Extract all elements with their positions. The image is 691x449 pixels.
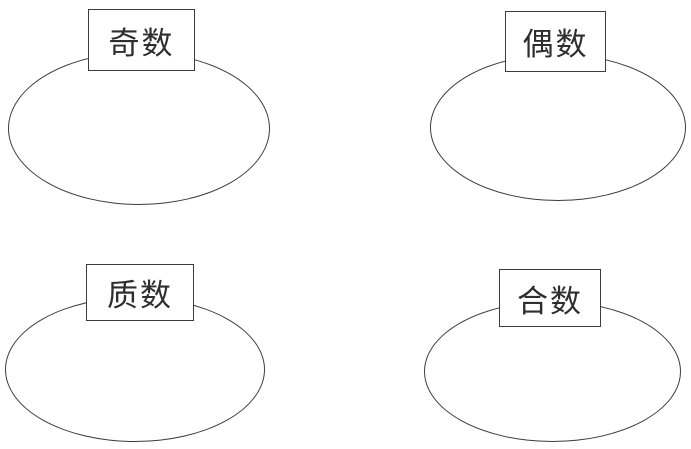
set-ellipse-odd bbox=[8, 52, 270, 205]
set-label-box-prime: 质数 bbox=[86, 264, 194, 321]
set-label-composite: 合数 bbox=[517, 283, 583, 320]
set-label-even: 偶数 bbox=[522, 27, 589, 63]
set-label-box-odd: 奇数 bbox=[88, 9, 195, 71]
set-label-odd: 奇数 bbox=[108, 25, 175, 62]
set-label-prime: 质数 bbox=[107, 278, 173, 314]
set-ellipse-even bbox=[430, 54, 686, 201]
set-ellipse-prime bbox=[5, 297, 265, 442]
set-label-box-composite: 合数 bbox=[499, 269, 601, 327]
set-label-box-even: 偶数 bbox=[505, 11, 606, 72]
